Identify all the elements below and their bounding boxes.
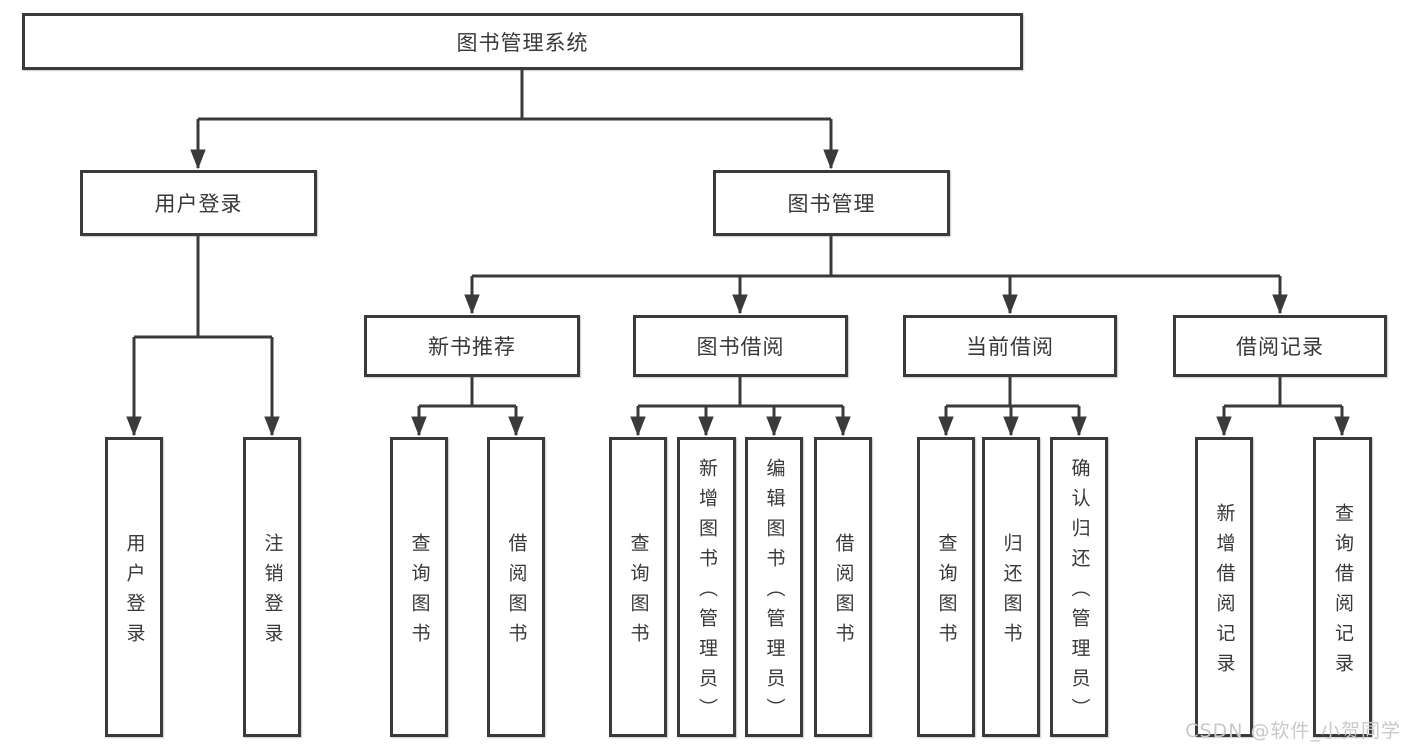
leaf-label: 借阅图书: [505, 532, 528, 653]
leaf-query-books: 查询图书: [917, 437, 975, 737]
leaf-label: 借阅图书: [832, 532, 855, 653]
leaf-logout: 注销登录: [243, 437, 301, 737]
leaf-label: 查询图书: [408, 532, 431, 653]
leaf-label: 用户登录: [123, 532, 146, 653]
leaf-label: 新增图书（管理员）: [696, 457, 718, 728]
leaf-query-books: 查询图书: [390, 437, 448, 737]
leaf-label: 查询图书: [627, 532, 650, 653]
node-label: 当前借阅: [966, 335, 1054, 359]
leaf-query-borrow-record: 查询借阅记录: [1313, 437, 1372, 737]
leaf-label: 确认归还（管理员）: [1068, 457, 1091, 728]
leaf-label: 归还图书: [1000, 532, 1023, 653]
node-library-management-system: 图书管理系统: [22, 13, 1023, 70]
node-borrow-records: 借阅记录: [1173, 315, 1387, 377]
node-label: 新书推荐: [428, 335, 516, 359]
node-book-management: 图书管理: [713, 170, 950, 236]
leaf-label: 新增借阅记录: [1213, 502, 1236, 683]
node-label: 图书管理系统: [456, 30, 589, 55]
node-label: 借阅记录: [1236, 335, 1324, 359]
csdn-watermark: CSDN @软件_小贺同学: [1185, 720, 1401, 742]
leaf-label: 编辑图书（管理员）: [763, 457, 786, 728]
leaf-borrow-books: 借阅图书: [487, 437, 545, 737]
node-label: 图书借阅: [696, 335, 785, 359]
leaf-borrow-books: 借阅图书: [814, 437, 872, 737]
node-new-book-recommend: 新书推荐: [364, 315, 580, 377]
leaf-add-book-admin: 新增图书（管理员）: [677, 437, 736, 737]
leaf-label: 查询借阅记录: [1332, 502, 1354, 683]
leaf-label: 注销登录: [261, 532, 284, 653]
node-current-borrowing: 当前借阅: [903, 315, 1117, 377]
leaf-edit-book-admin: 编辑图书（管理员）: [745, 437, 803, 737]
node-label: 图书管理: [787, 192, 876, 216]
node-label: 用户登录: [154, 192, 243, 216]
node-user-login: 用户登录: [80, 170, 317, 236]
leaf-confirm-return-admin: 确认归还（管理员）: [1050, 437, 1108, 737]
leaf-label: 查询图书: [935, 532, 958, 653]
leaf-return-book: 归还图书: [982, 437, 1040, 737]
leaf-query-books: 查询图书: [609, 437, 667, 737]
leaf-user-login: 用户登录: [105, 437, 163, 737]
leaf-add-borrow-record: 新增借阅记录: [1195, 437, 1253, 737]
node-book-borrowing: 图书借阅: [633, 315, 848, 377]
